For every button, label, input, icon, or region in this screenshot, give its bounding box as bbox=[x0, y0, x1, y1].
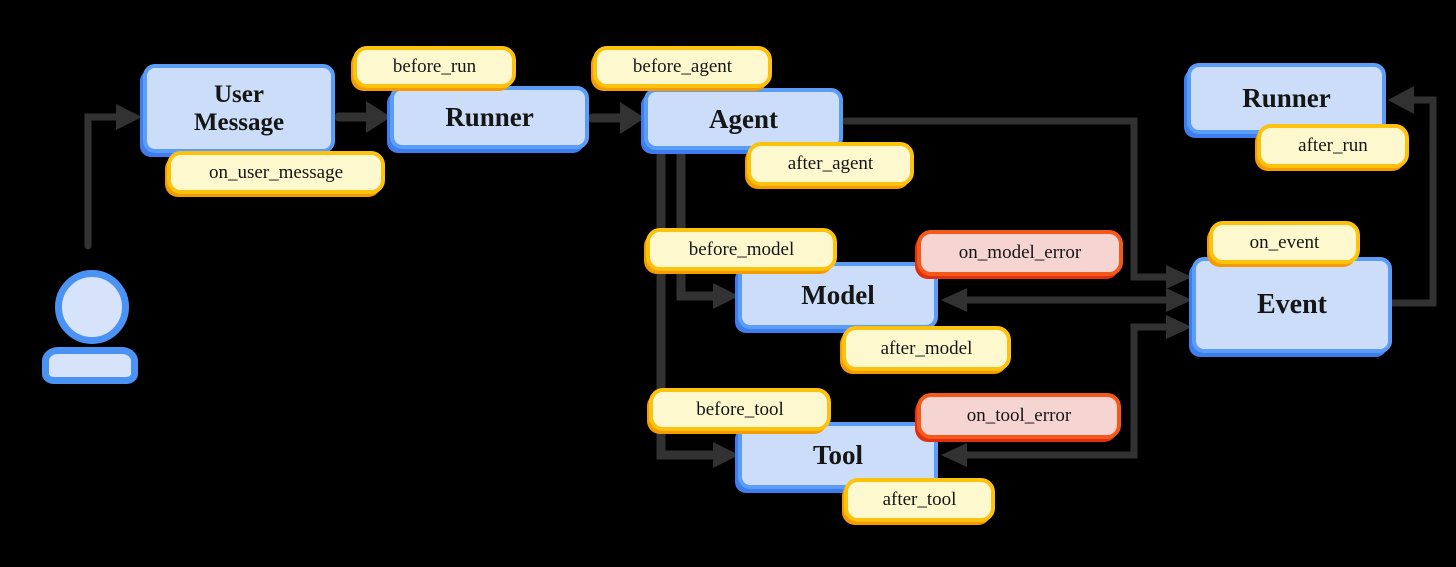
hook-after-run: after_run bbox=[1257, 124, 1409, 168]
node-tool: Tool bbox=[738, 422, 938, 489]
hook-after-run-label: after_run bbox=[1298, 135, 1368, 156]
edge-tool-to-event bbox=[941, 315, 1192, 467]
node-model: Model bbox=[738, 262, 938, 329]
edge-event-to-runner bbox=[1386, 86, 1437, 307]
hook-before-model-label: before_model bbox=[688, 238, 795, 260]
node-agent-label: Agent bbox=[709, 103, 778, 134]
hook-after-agent-label: after_agent bbox=[787, 153, 874, 174]
node-runner-end: Runner bbox=[1187, 63, 1386, 134]
hook-on-user-message: on_user_message bbox=[167, 151, 385, 194]
hook-on-tool-error-label: on_tool_error bbox=[966, 405, 1072, 426]
hook-on-event: on_event bbox=[1209, 221, 1360, 264]
hook-before-agent: before_agent bbox=[593, 46, 772, 88]
hook-on-event-label: on_event bbox=[1249, 231, 1320, 253]
edge-agent-to-model bbox=[676, 142, 739, 309]
hook-after-model: after_model bbox=[842, 326, 1011, 371]
node-agent: Agent bbox=[644, 88, 843, 150]
edge-user-message-to-runner bbox=[334, 101, 391, 133]
hook-on-tool-error: on_tool_error bbox=[917, 393, 1121, 439]
node-runner-start: Runner bbox=[390, 86, 589, 149]
hook-after-tool-label: after_tool bbox=[882, 489, 957, 510]
node-model-label: Model bbox=[801, 280, 875, 310]
hook-before-model: before_model bbox=[646, 228, 837, 271]
edge-agent-to-event bbox=[841, 117, 1192, 289]
node-runner-end-label: Runner bbox=[1242, 83, 1331, 113]
hook-on-model-error: on_model_error bbox=[917, 230, 1123, 276]
hook-before-tool: before_tool bbox=[649, 388, 831, 431]
node-tool-label: Tool bbox=[812, 440, 864, 470]
hook-on-user-message-label: on_user_message bbox=[208, 161, 344, 183]
hook-before-tool-label: before_tool bbox=[696, 398, 784, 420]
node-event: Event bbox=[1192, 257, 1392, 353]
edge-user-to-user-message bbox=[84, 104, 142, 250]
hook-before-agent-label: before_agent bbox=[632, 56, 733, 77]
hook-before-run-label: before_run bbox=[392, 56, 477, 77]
hook-after-tool: after_tool bbox=[844, 478, 995, 522]
hook-after-model-label: after_model bbox=[880, 337, 973, 359]
node-runner-start-label: Runner bbox=[445, 102, 534, 132]
edge-model-to-event bbox=[941, 288, 1192, 312]
hook-on-model-error-label: on_model_error bbox=[958, 242, 1082, 263]
hook-after-agent: after_agent bbox=[747, 142, 914, 186]
edge-runner-to-agent bbox=[587, 102, 645, 134]
hook-before-run: before_run bbox=[353, 46, 516, 88]
node-user-message: User Message bbox=[143, 64, 335, 153]
node-event-label: Event bbox=[1257, 289, 1327, 320]
person-head-icon bbox=[55, 270, 129, 344]
person-body-icon bbox=[42, 347, 138, 384]
node-user-message-label: User Message bbox=[193, 80, 285, 136]
